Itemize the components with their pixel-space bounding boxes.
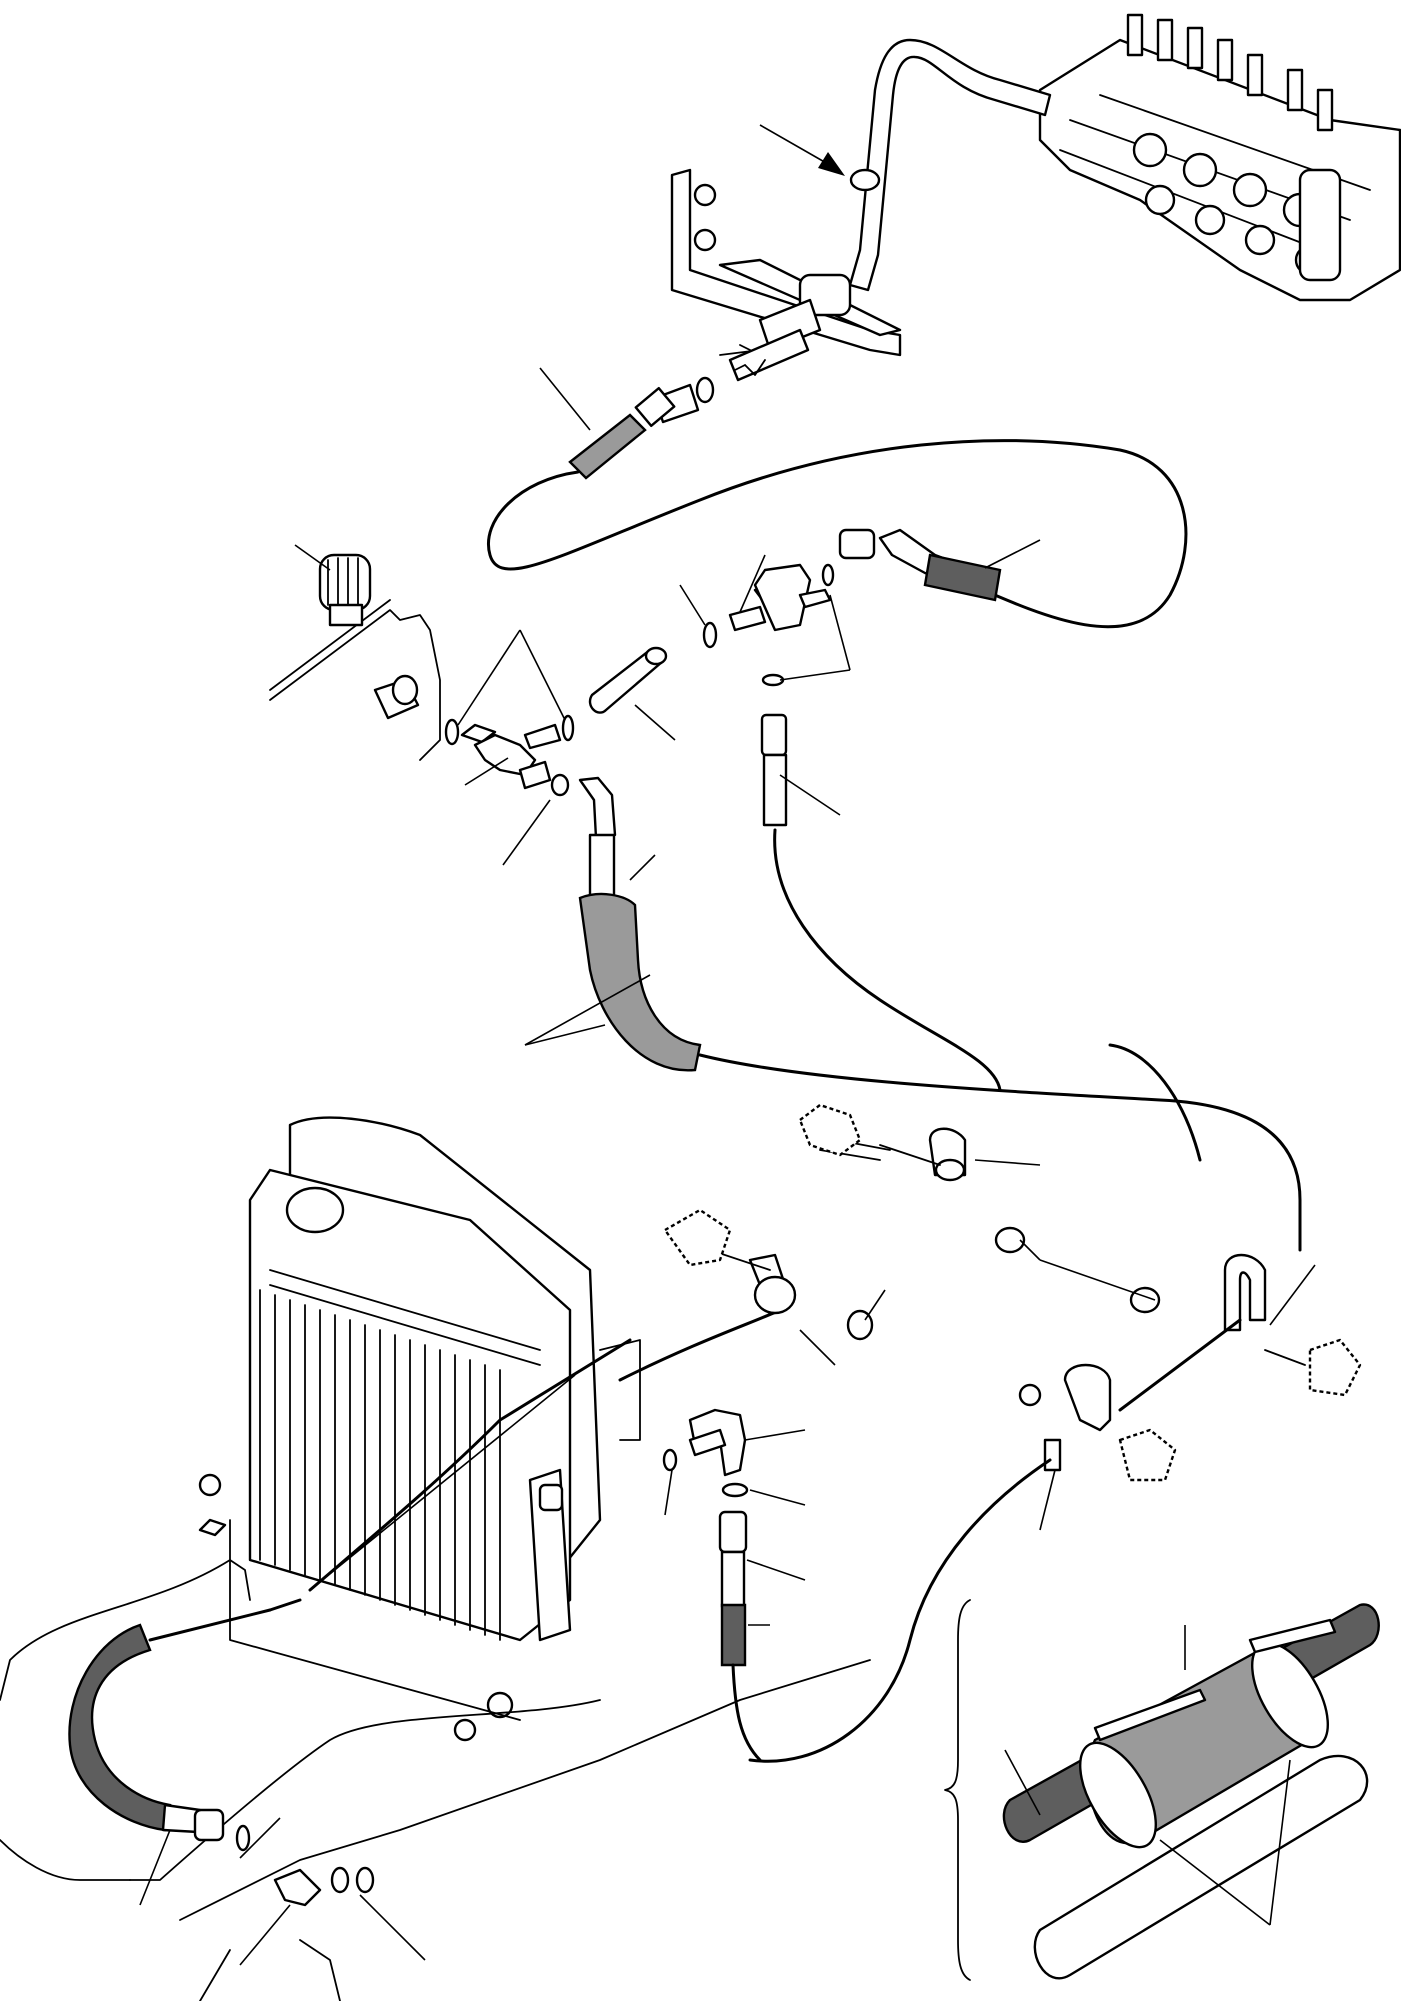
hose-routing-center — [308, 1308, 782, 1592]
hydraulic-tank — [269, 544, 441, 761]
hose-with-protective-sleeve — [524, 776, 1302, 1252]
hose-assembly-lower-left — [68, 1598, 426, 1966]
control-valve-icon — [1038, 13, 1401, 302]
hose-assembly-top — [487, 367, 1188, 629]
elbow-fitting-icon — [662, 1408, 806, 1762]
radiator-icon — [198, 1116, 602, 1742]
tank-filler-cap-icon — [318, 553, 372, 627]
adapter-fitting — [653, 328, 810, 424]
mounting-bracket — [670, 168, 902, 361]
tee-fitting-icon — [679, 554, 851, 687]
hose-assembly-right — [838, 528, 1041, 602]
hose-clamp-icon — [663, 1043, 1362, 1763]
tube-spacer — [588, 646, 676, 741]
hose-vertical-mid — [760, 713, 1002, 1092]
left-tee-assembly — [444, 629, 575, 866]
steel-pipe — [848, 38, 1052, 292]
detail-inset-sleeve — [944, 1599, 1380, 1981]
arrow-icon — [759, 124, 881, 192]
chassis-frame — [0, 1559, 871, 2001]
